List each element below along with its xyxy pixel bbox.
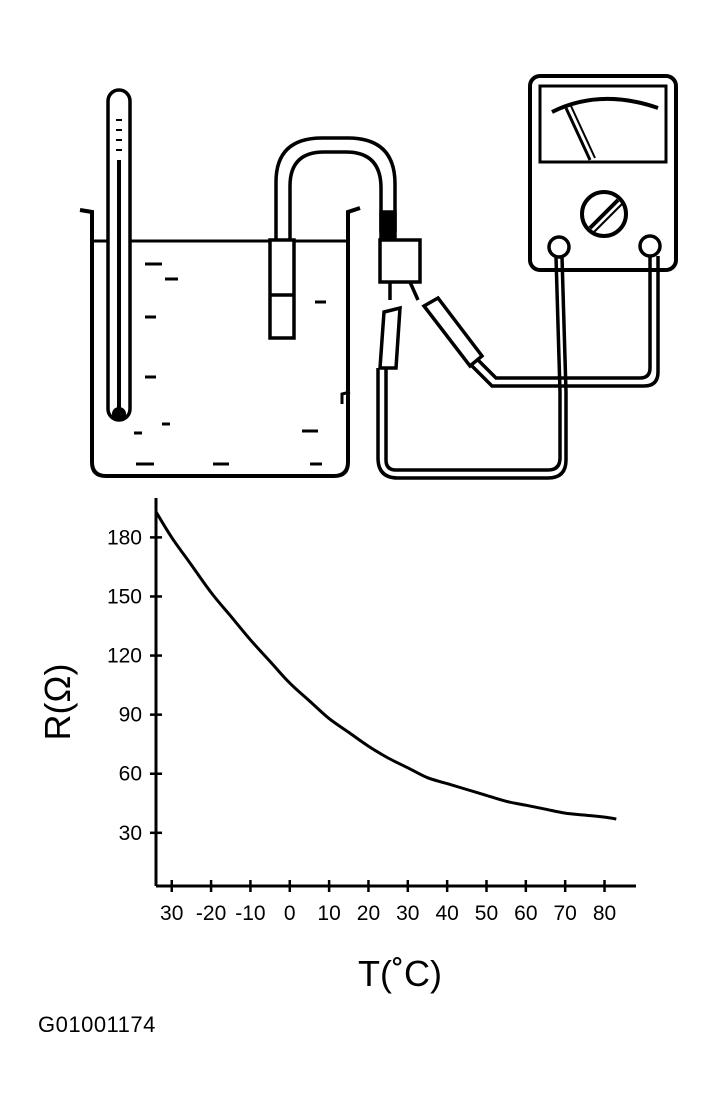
x-tick-label: 30	[160, 902, 183, 925]
resistance-temperature-chart: 30 60 90 120 150 180 30 -20 -10 0 10 20 30 40 50 60 70 8…	[37, 498, 636, 994]
x-tick-label: 50	[475, 902, 498, 925]
x-tick-label: 20	[357, 902, 380, 925]
sensor-probe-icon	[268, 136, 422, 340]
x-tick-label: 60	[514, 902, 537, 925]
x-ticks: 30 -20 -10 0 10 20 30 40 50 60 70 80	[160, 880, 616, 925]
x-tick-label: -20	[196, 902, 226, 925]
y-tick-label: 90	[119, 704, 142, 727]
x-tick-label: 0	[284, 902, 296, 925]
y-axis-label: R(Ω)	[37, 664, 78, 741]
x-axis-label: T(˚C)	[358, 953, 442, 994]
y-tick-label: 180	[107, 526, 142, 549]
multimeter-icon	[528, 74, 678, 272]
beaker-icon	[79, 206, 361, 478]
thermometer-icon	[106, 88, 132, 422]
x-tick-label: -10	[235, 902, 265, 925]
test-setup-illustration	[79, 74, 678, 480]
y-tick-label: 30	[119, 822, 142, 845]
y-tick-label: 60	[119, 763, 142, 786]
x-tick-label: 30	[396, 902, 419, 925]
y-tick-label: 150	[107, 585, 142, 608]
y-tick-label: 120	[107, 645, 142, 668]
x-tick-label: 80	[593, 902, 616, 925]
x-tick-label: 10	[317, 902, 340, 925]
x-tick-label: 40	[435, 902, 458, 925]
resistance-curve	[154, 511, 617, 821]
test-leads	[376, 256, 660, 480]
y-ticks: 30 60 90 120 150 180	[107, 526, 162, 845]
figure-id: G01001174	[38, 1012, 156, 1037]
x-tick-label: 70	[554, 902, 577, 925]
